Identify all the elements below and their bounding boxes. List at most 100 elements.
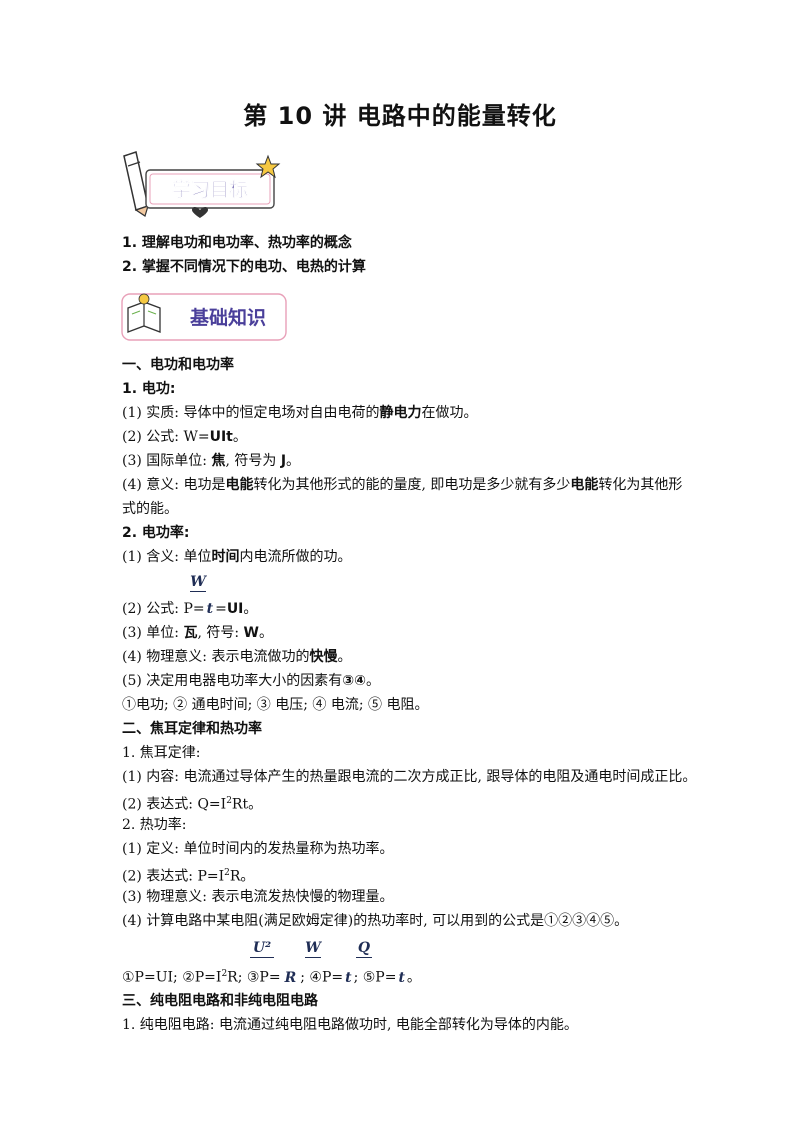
pencil-icon [123, 151, 149, 217]
text: (4) 物理意义: 表示电流做功的 [122, 649, 310, 665]
denominator: t [398, 969, 405, 986]
s1-2f: ①电功; ② 通电时间; ③ 电压; ④ 电流; ⑤ 电阻。 [122, 697, 429, 713]
section-3-heading: 三、纯电阻电路和非纯电阻电路 [122, 993, 318, 1009]
text: R; ③P= [227, 969, 281, 986]
text: (2) 表达式: P=I [122, 868, 225, 885]
s1-1a: (1) 实质: 导体中的恒定电场对自由电荷的静电力在做功。 [122, 403, 477, 423]
bold-term: 瓦 [183, 625, 198, 641]
s1-1c: (3) 国际单位: 焦, 符号为 J。 [122, 451, 300, 471]
goal-2: 2. 掌握不同情况下的电功、电热的计算 [122, 259, 366, 275]
text: 。 [286, 453, 301, 469]
text: R。 [229, 868, 255, 885]
text: 转化为其他形 [598, 477, 683, 493]
s2-1-heading: 1. 焦耳定律: [122, 745, 201, 761]
numerator: W [190, 574, 206, 590]
text: (4) 意义: 电功是 [122, 477, 226, 493]
bold-term: 焦 [211, 453, 226, 469]
numerator: Q [357, 940, 371, 956]
book-plant-icon [127, 293, 161, 333]
s1-1d-line2: 式的能。 [122, 501, 178, 517]
numerator: U² [252, 940, 272, 956]
star-icon [255, 154, 281, 179]
bold-term: 电能 [570, 477, 599, 493]
text: 。 [243, 601, 258, 617]
fraction-q-over-t: Q [356, 940, 372, 958]
text: 。 [232, 429, 247, 445]
s1-2e: (5) 决定用电器电功率大小的因素有③④。 [122, 671, 380, 691]
bold-term: W [243, 625, 259, 641]
s1-2d: (4) 物理意义: 表示电流做功的快慢。 [122, 647, 351, 667]
s1-1d: (4) 意义: 电功是电能转化为其他形式的能的量度, 即电功是多少就有多少电能转… [122, 475, 682, 495]
s1-1b: (2) 公式: W=UIt。 [122, 427, 247, 447]
numerator: W [305, 940, 321, 956]
text: 转化为其他形式的能的量度, 即电功是多少就有多少 [253, 477, 571, 493]
bold-term: UI [226, 601, 244, 617]
bold-term: J [280, 453, 287, 469]
bold-term: UIt [209, 429, 233, 445]
text: , 符号为 [225, 453, 281, 469]
text: ; ⑤P= [353, 969, 397, 986]
s2-2b: (2) 表达式: P=I2R。 [122, 863, 254, 887]
text: (1) 实质: 导体中的恒定电场对自由电荷的 [122, 405, 380, 421]
text: (2) 公式: P= [122, 601, 205, 617]
text: = [215, 601, 227, 617]
banner-knowledge-text: 基础知识 [189, 306, 266, 329]
text: (2) 表达式: Q=I [122, 796, 227, 813]
bold-term: 电能 [225, 477, 254, 493]
s2-2d: (4) 计算电路中某电阻(满足欧姆定律)的热功率时, 可以用到的公式是①②③④⑤… [122, 913, 629, 929]
s1-2a: (1) 含义: 单位时间内电流所做的功。 [122, 547, 351, 567]
fraction-w-over-t: W [190, 574, 206, 592]
text: (1) 含义: 单位 [122, 549, 212, 565]
s2-2c: (3) 物理意义: 表示电流发热快慢的物理量。 [122, 889, 394, 905]
page-title: 第 10 讲 电路中的能量转化 [243, 102, 557, 130]
bold-term: ③④ [342, 673, 366, 689]
fraction-bar [356, 957, 372, 958]
text: (5) 决定用电器电功率大小的因素有 [122, 673, 343, 689]
learning-goals-banner: 学习目标 [123, 151, 281, 218]
denominator: t [345, 969, 352, 986]
section-1-heading: 一、电功和电功率 [122, 357, 234, 373]
text: 。 [366, 673, 380, 689]
s1-2b: (2) 公式: P=t=UI。 [122, 599, 257, 619]
fraction-w-over-t-2: W [305, 940, 321, 958]
fraction-u2-over-r: U² [250, 940, 274, 958]
fraction-bar [250, 957, 274, 958]
bold-term: 时间 [211, 549, 240, 565]
superscript: 2 [224, 868, 230, 878]
section-2-heading: 二、焦耳定律和热功率 [122, 721, 262, 737]
s2-1a: (1) 内容: 电流通过导体产生的热量跟电流的二次方成正比, 跟导体的电阻及通电… [122, 769, 697, 785]
text: 内电流所做的功。 [239, 549, 352, 565]
text: (3) 单位: [122, 625, 184, 641]
denominator: t [206, 601, 214, 617]
text: ; ④P= [300, 969, 344, 986]
text: 在做功。 [421, 405, 478, 421]
s2-2-heading: 2. 热功率: [122, 817, 187, 833]
s1-1-heading: 1. 电功: [122, 381, 176, 397]
text: (2) 公式: W= [122, 429, 210, 445]
text: 。 [337, 649, 352, 665]
denominator: R [284, 969, 297, 986]
bold-term: 静电力 [379, 405, 422, 421]
banner-goals-text: 学习目标 [172, 178, 248, 201]
text: ①P=UI; ②P=I [122, 969, 222, 986]
s1-2-heading: 2. 电功率: [122, 525, 190, 541]
heart-icon [192, 207, 208, 218]
fraction-bar [305, 957, 321, 958]
s2-2a: (1) 定义: 单位时间内的发热量称为热功率。 [122, 841, 394, 857]
superscript: 2 [221, 969, 228, 979]
s1-2c: (3) 单位: 瓦, 符号: W。 [122, 623, 273, 643]
bold-term: 快慢 [309, 649, 338, 665]
fraction-bar [190, 591, 206, 592]
basic-knowledge-banner: 基础知识 [121, 293, 287, 341]
text: Rt。 [231, 796, 263, 813]
text: , 符号: [197, 625, 244, 641]
text: 。 [258, 625, 273, 641]
formula-list: ①P=UI; ②P=I2R; ③P=R; ④P=t; ⑤P=t。 [122, 964, 421, 988]
superscript: 2 [226, 796, 232, 806]
text: 。 [406, 969, 421, 986]
goal-1: 1. 理解电功和电功率、热功率的概念 [122, 235, 352, 251]
text: (3) 国际单位: [122, 453, 212, 469]
s3-1: 1. 纯电阻电路: 电流通过纯电阻电路做功时, 电能全部转化为导体的内能。 [122, 1017, 578, 1033]
s2-1b: (2) 表达式: Q=I2Rt。 [122, 791, 262, 815]
